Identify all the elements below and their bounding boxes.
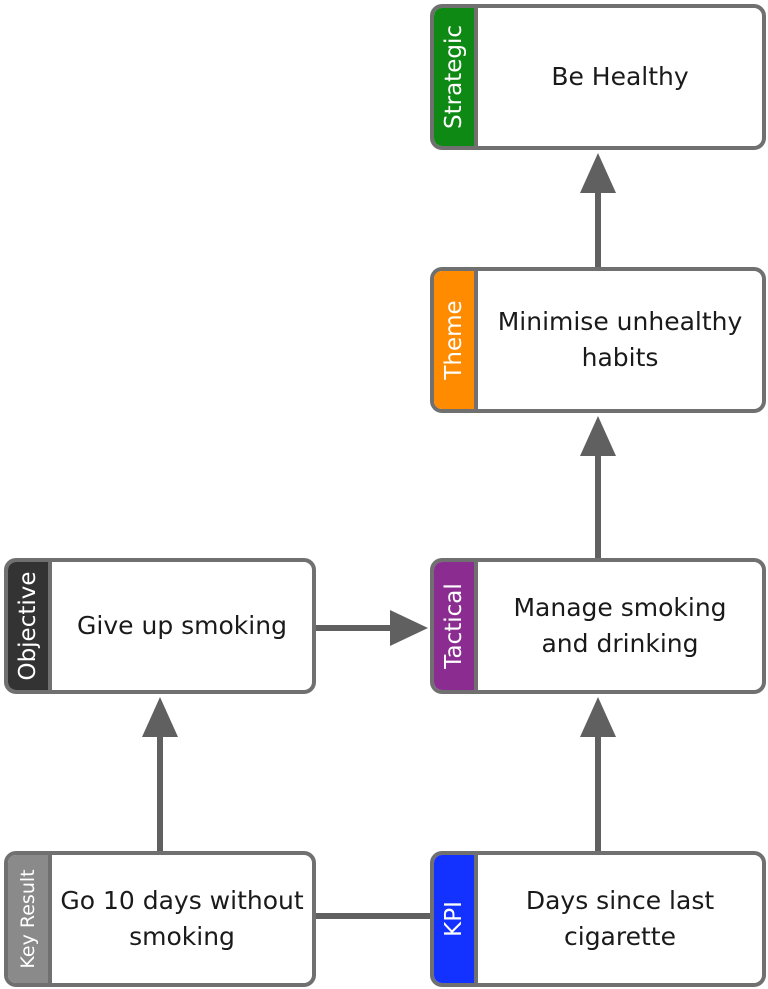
tag-kpi: KPI xyxy=(434,855,478,983)
tag-key-result: Key Result xyxy=(8,855,52,983)
tag-label-strategic: Strategic xyxy=(441,25,467,129)
arrowhead-objective xyxy=(142,697,178,737)
node-text-theme: Minimise unhealthy habits xyxy=(497,307,743,372)
node-text-key-result: Go 10 days without smoking xyxy=(60,886,304,951)
arrowhead-tactical-left xyxy=(390,610,428,646)
node-tactical: Tactical Manage smoking and drinking xyxy=(430,558,766,694)
tag-strategic: Strategic xyxy=(434,8,478,146)
tag-objective: Objective xyxy=(8,562,52,690)
tag-theme: Theme xyxy=(434,271,478,409)
arrowhead-strategic xyxy=(580,153,616,193)
node-text-tactical: Manage smoking and drinking xyxy=(513,593,727,658)
node-kpi: KPI Days since last cigarette xyxy=(430,851,766,987)
node-strategic: Strategic Be Healthy xyxy=(430,4,766,150)
tag-label-tactical: Tactical xyxy=(441,583,467,669)
node-objective: Objective Give up smoking xyxy=(4,558,316,694)
tag-label-key-result: Key Result xyxy=(17,869,39,969)
node-theme: Theme Minimise unhealthy habits xyxy=(430,267,766,413)
node-key-result: Key Result Go 10 days without smoking xyxy=(4,851,316,987)
tag-label-kpi: KPI xyxy=(441,901,467,937)
arrowhead-theme xyxy=(580,416,616,456)
tag-label-objective: Objective xyxy=(15,571,41,681)
node-text-strategic: Be Healthy xyxy=(551,62,689,91)
node-text-kpi: Days since last cigarette xyxy=(525,886,715,951)
tag-label-theme: Theme xyxy=(441,300,467,380)
tag-tactical: Tactical xyxy=(434,562,478,690)
arrowhead-tactical-bottom xyxy=(580,697,616,737)
node-text-objective: Give up smoking xyxy=(77,611,287,640)
